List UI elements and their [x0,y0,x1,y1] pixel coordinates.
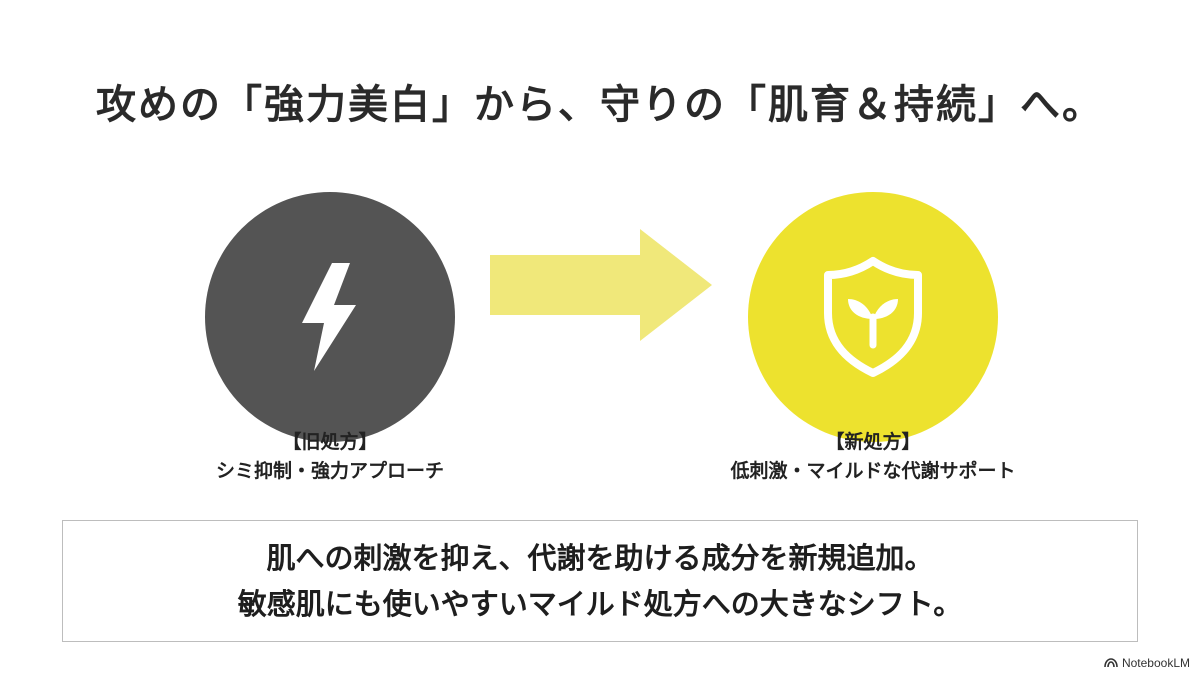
slide-title: 攻めの「強力美白」から、守りの「肌育＆持続」へ。 [96,82,1104,128]
old-formula-caption: 【旧処方】 シミ抑制・強力アプローチ [120,428,540,486]
new-formula-caption: 【新処方】 低刺激・マイルドな代謝サポート [663,428,1083,486]
lightning-bolt-icon [302,263,356,371]
summary-line-1: 肌への刺激を抑え、代謝を助ける成分を新規追加。 [266,541,934,575]
old-formula-description: シミ抑制・強力アプローチ [215,460,444,482]
summary-line-2: 敏感肌にも使いやすいマイルド処方への大きなシフト。 [237,587,963,621]
new-formula-heading: 【新処方】 [825,431,921,453]
transition-arrow [490,229,712,341]
brand-label: NotebookLM [1121,656,1190,670]
summary-box: 肌への刺激を抑え、代謝を助ける成分を新規追加。 敏感肌にも使いやすいマイルド処方… [62,520,1138,642]
new-formula-description: 低刺激・マイルドな代謝サポート [730,460,1016,482]
old-formula-heading: 【旧処方】 [282,431,378,453]
new-formula-circle [748,192,998,442]
old-formula-circle [205,192,455,442]
brand-watermark: NotebookLM [1104,656,1190,670]
shield-sprout-icon [824,257,922,377]
notebooklm-logo-icon [1104,658,1118,668]
